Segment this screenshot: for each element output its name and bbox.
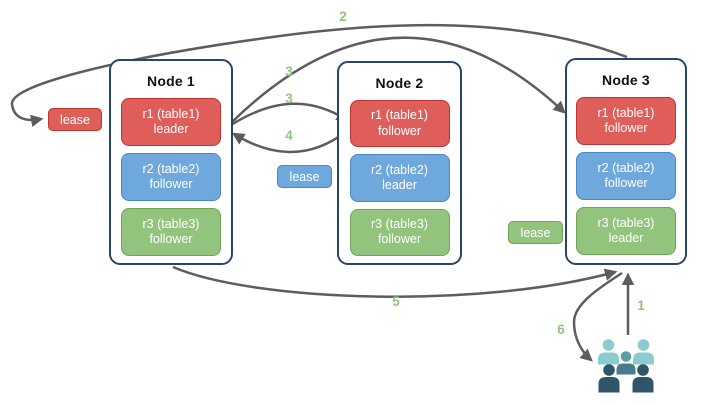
replica-name: r3 (table3) [142,216,200,231]
step-label-1: 1 [637,298,645,313]
replica-name: r2 (table2) [597,160,655,175]
users-icon [598,339,654,393]
replica-name: r2 (table2) [142,161,200,176]
node2-r3-replica: r3 (table3) follower [349,208,450,256]
replica-name: r1 (table1) [371,108,428,123]
node3-r3-replica: r3 (table3) leader [576,207,676,255]
replica-role: follower [377,123,422,138]
replica-role: leader [608,231,644,245]
node2-title: Node 2 [375,75,424,91]
replica-role: follower [149,177,193,191]
lease-badge-r1: lease [48,108,102,131]
node2-r2-replica: r2 (table2) leader [349,154,450,202]
replica-name: r2 (table2) [371,162,428,177]
arrow-step5-node1-to-node3 [172,265,618,298]
node1-r1-replica: r1 (table1) leader [121,98,221,146]
lease-badge-r3: lease [508,221,563,244]
replica-name: r1 (table1) [142,106,200,121]
lease-badge-r2: lease [277,165,332,188]
replica-role: follower [604,176,648,190]
node3-r2-replica: r2 (table2) follower [576,152,676,200]
step-label-2: 2 [339,9,347,24]
step-label-3a: 3 [285,64,293,79]
node1-r3-replica: r3 (table3) follower [121,208,221,256]
node1-r2-replica: r2 (table2) follower [121,153,221,201]
arrow-step6-node3-to-users [572,271,623,362]
step-label-5: 5 [392,294,400,309]
replica-role: leader [382,177,417,192]
node3-panel: Node 3 r1 (table1) follower r2 (table2) … [565,58,687,265]
replica-role: follower [377,232,422,247]
node3-title: Node 3 [602,72,650,88]
replica-role: follower [604,121,648,135]
step-label-3b: 3 [285,91,293,106]
arrow-step3-node1-to-node2 [230,102,350,127]
replica-name: r3 (table3) [371,217,428,232]
step-label-4: 4 [285,128,293,143]
node1-title: Node 1 [147,73,195,89]
replica-role: leader [153,122,189,136]
node3-r1-replica: r1 (table1) follower [576,97,676,145]
node2-panel: Node 2 r1 (table1) follower r2 (table2) … [337,61,462,265]
replica-name: r1 (table1) [597,105,655,120]
step-label-6: 6 [557,322,565,337]
node1-panel: Node 1 r1 (table1) leader r2 (table2) fo… [109,59,233,265]
node2-r1-replica: r1 (table1) follower [349,100,450,148]
replica-role: follower [149,232,193,246]
replica-name: r3 (table3) [597,215,655,230]
arrow-step2-node3-to-lease1 [10,23,628,127]
